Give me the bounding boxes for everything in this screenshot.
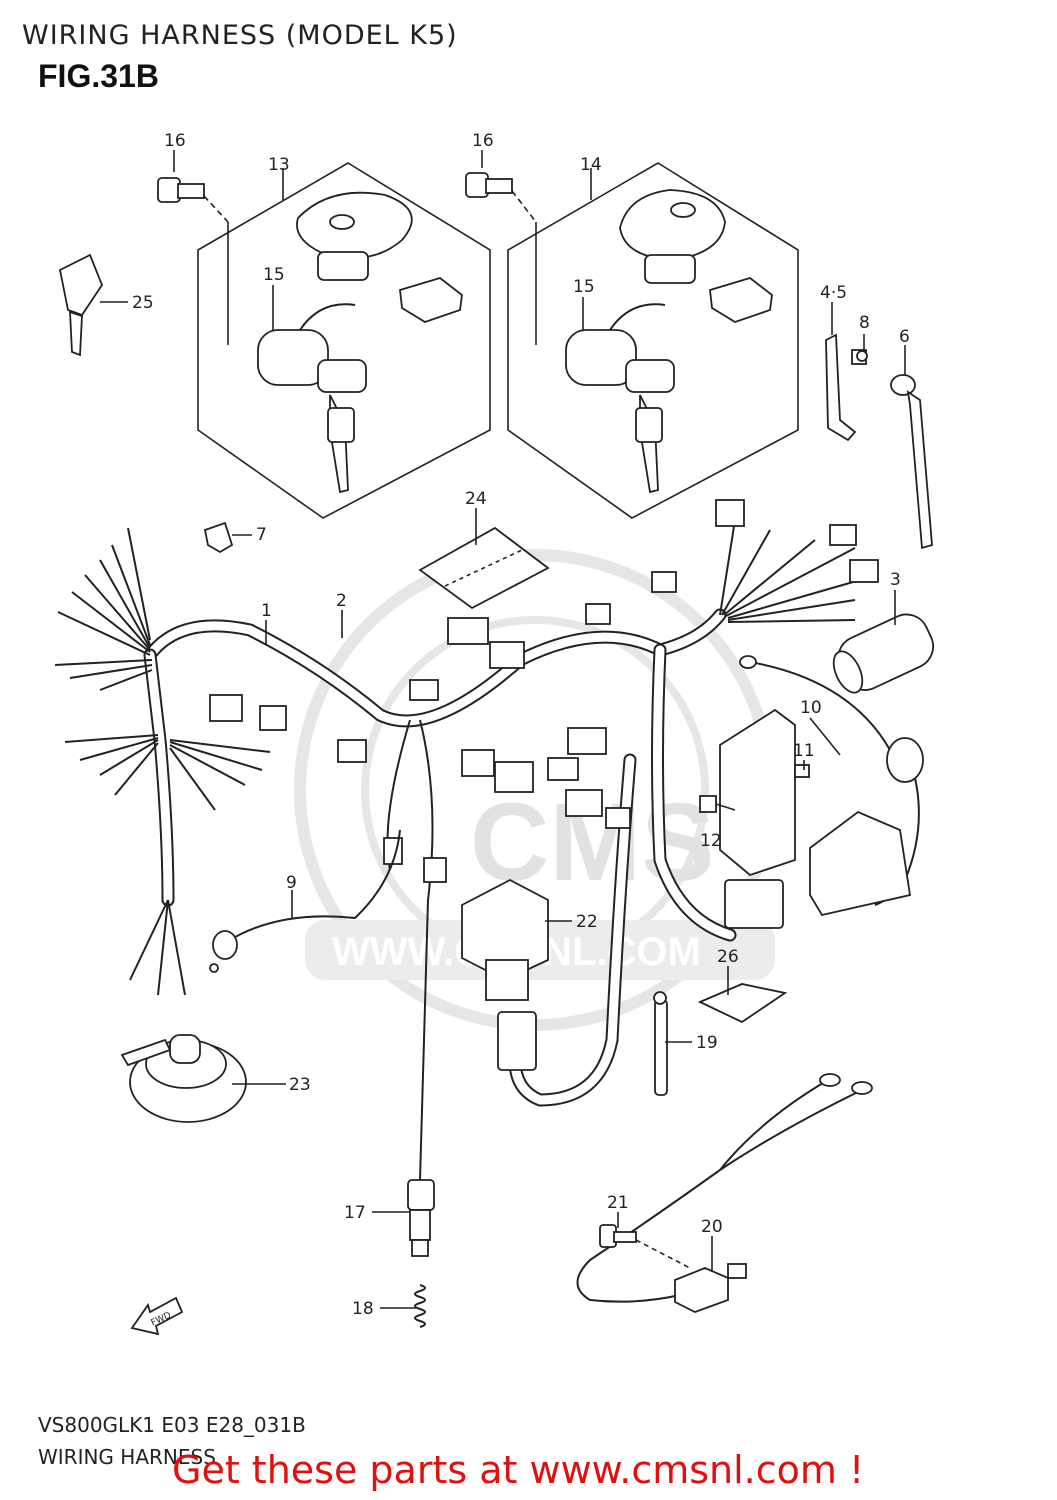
callout-7: 7	[256, 525, 267, 545]
coupler-bottom	[497, 1011, 537, 1071]
main-harness-1	[54, 519, 861, 1181]
ignition-box-13	[197, 162, 491, 519]
key-25	[58, 253, 104, 357]
callout-1: 1	[261, 601, 272, 621]
ignition-box-14	[507, 162, 799, 519]
ignition-connector-13	[399, 277, 463, 323]
callout-14: 14	[580, 155, 602, 175]
callout-15a: 15	[263, 265, 285, 285]
ground-lead	[739, 655, 924, 906]
spring-18	[414, 1284, 426, 1328]
callout-4-5: 4·5	[820, 283, 847, 303]
section-name: WIRING HARNESS	[38, 1445, 216, 1469]
screw-16b	[465, 172, 537, 345]
callout-23: 23	[289, 1075, 311, 1095]
callout-3: 3	[890, 570, 901, 590]
ground-wire-9	[209, 829, 401, 973]
fwd-arrow-icon: FWD	[130, 1296, 184, 1336]
callout-22: 22	[576, 912, 598, 932]
bolt-8	[851, 349, 868, 365]
figure-number: FIG.31B	[38, 58, 159, 94]
clamp-4-5	[825, 333, 857, 442]
callout-18: 18	[352, 1299, 374, 1319]
callout-12: 12	[700, 831, 722, 851]
ignition-connector-14	[709, 277, 773, 323]
screw-16a	[157, 177, 229, 345]
callout-11: 11	[793, 741, 815, 761]
clamp-7	[203, 521, 234, 554]
callout-19: 19	[696, 1033, 718, 1053]
ignition-cover-13	[296, 191, 413, 281]
clamp-19	[653, 991, 668, 1096]
ignition-cover-14	[619, 189, 726, 284]
callout-leaders	[100, 150, 906, 1309]
model-code: VS800GLK1 E03 E28_031B	[38, 1413, 306, 1437]
callout-17: 17	[344, 1203, 366, 1223]
callout-20: 20	[701, 1217, 723, 1237]
callout-24: 24	[465, 489, 487, 509]
callout-10: 10	[800, 698, 822, 718]
relay-22	[461, 878, 549, 1001]
callout-15b: 15	[573, 277, 595, 297]
screw-21	[599, 1224, 691, 1269]
callout-6: 6	[899, 327, 910, 347]
horn-23	[120, 1034, 247, 1123]
screw-12	[699, 795, 736, 813]
callout-16b: 16	[472, 131, 494, 151]
callout-labels: 16 13 16 14 15 15 25 4·5 8 6 7 24 1 2 3 …	[132, 131, 910, 1319]
relay-3	[832, 613, 934, 694]
callout-13: 13	[268, 155, 290, 175]
cable-tie-6	[890, 374, 933, 550]
callout-25: 25	[132, 293, 154, 313]
callout-26: 26	[717, 947, 739, 967]
callout-2: 2	[336, 591, 347, 611]
fuse-box-10	[719, 708, 912, 929]
callout-9: 9	[286, 873, 297, 893]
cta-link[interactable]: Get these parts at www.cmsnl.com !	[172, 1448, 865, 1492]
page-title: WIRING HARNESS (MODEL K5)	[22, 20, 458, 51]
switch-17	[407, 1179, 435, 1257]
ignition-switch-15b	[565, 303, 675, 494]
callout-8: 8	[859, 313, 870, 333]
label-sheet-24	[418, 526, 550, 610]
ignition-switch-15a	[257, 303, 367, 494]
sheet-26	[697, 983, 788, 1024]
callout-16a: 16	[164, 131, 186, 151]
harness-connectors	[209, 499, 879, 883]
callout-21: 21	[607, 1193, 629, 1213]
